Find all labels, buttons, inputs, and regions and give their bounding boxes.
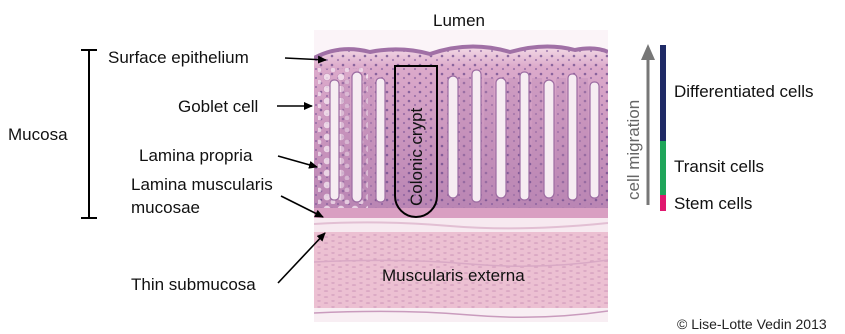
lamina-propria-label: Lamina propria — [139, 146, 253, 165]
stem-cells-bar — [660, 195, 666, 211]
mucosa-label: Mucosa — [8, 125, 68, 144]
lamina-propria-arrow — [278, 156, 317, 167]
cell-migration-label: cell migration — [624, 100, 643, 200]
lamina-muscularis-label-line2: mucosae — [131, 198, 200, 217]
stem-cells-label: Stem cells — [674, 194, 752, 213]
lamina-muscularis-label-line1: Lamina muscularis — [131, 175, 273, 194]
thin-submucosa-label: Thin submucosa — [131, 275, 256, 294]
transit-cells-bar — [660, 141, 666, 195]
colonic-crypt-label: Colonic crypt — [407, 107, 426, 206]
lumen-label: Lumen — [433, 11, 485, 30]
differentiated-cells-bar — [660, 45, 666, 141]
goblet-cell-label: Goblet cell — [178, 97, 258, 116]
muscularis-externa-label: Muscularis externa — [382, 266, 525, 285]
transit-cells-label: Transit cells — [674, 157, 764, 176]
mucosa-bracket — [81, 50, 97, 218]
surface-epithelium-label: Surface epithelium — [108, 48, 249, 67]
migration-arrow-icon — [641, 44, 655, 205]
differentiated-cells-label: Differentiated cells — [674, 82, 814, 101]
copyright-text: © Lise-Lotte Vedin 2013 — [677, 316, 827, 332]
